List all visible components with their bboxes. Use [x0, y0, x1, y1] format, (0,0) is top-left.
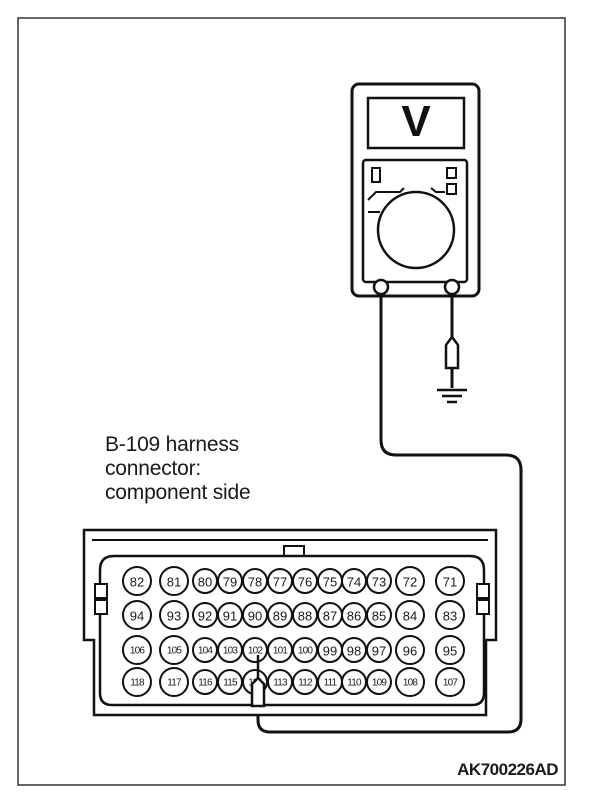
connector-pin — [395, 635, 425, 665]
test-lead — [256, 294, 523, 734]
connector-pin-label: 96 — [403, 644, 417, 659]
connector-pin-label: 95 — [443, 644, 457, 659]
meter-switch-right-top — [446, 167, 457, 179]
connector-pin-label: 82 — [130, 575, 144, 590]
connector-pin-label: 80 — [198, 575, 212, 590]
connector-pin-label: 79 — [223, 575, 237, 590]
connector-pin — [395, 667, 425, 697]
connector-pin — [366, 637, 392, 663]
connector-pin-label: 116 — [198, 678, 213, 689]
connector-pin-label: 85 — [372, 609, 386, 624]
meter-display — [366, 96, 466, 150]
harness-connector: 82 81 80 79 78 77 76 75 74 73 72 71 94 93 92 91 90 89 88 87… — [82, 528, 498, 717]
connector-pin-label: 115 — [223, 678, 238, 689]
connector-pin-label: 77 — [273, 575, 287, 590]
connector-pin-label: 87 — [323, 609, 337, 624]
connector-pin-label: 117 — [167, 678, 182, 689]
connector-pin-label: 99 — [323, 644, 337, 659]
connector-pin — [159, 667, 189, 697]
connector-pin-label: 93 — [167, 609, 181, 624]
connector-pin-label: 91 — [223, 609, 237, 624]
connector-pin-label: 105 — [167, 646, 183, 657]
meter-dial — [376, 190, 456, 270]
connector-pin-label: 107 — [443, 678, 459, 689]
connector-pin-label: 101 — [273, 646, 289, 657]
connector-pin-label: 118 — [130, 678, 145, 689]
connector-pin — [122, 635, 152, 665]
connector-pin-label: 72 — [403, 575, 417, 590]
connector-pin — [366, 568, 392, 594]
connector-pin-label: 84 — [403, 609, 417, 624]
connector-pin-label: 100 — [298, 646, 314, 657]
connector-pin — [435, 566, 465, 596]
connector-pin-label: 108 — [403, 678, 419, 689]
connector-pin-label: 83 — [443, 609, 457, 624]
connector-pin-label: 73 — [372, 575, 386, 590]
connector-pin-label: 109 — [372, 678, 388, 689]
connector-pin-label: 92 — [198, 609, 212, 624]
connector-pin — [122, 667, 152, 697]
meter-switch-left — [371, 167, 381, 183]
image-code: AK700226AD — [457, 760, 558, 779]
connector-pin — [435, 600, 465, 630]
connector-pin-label: 78 — [248, 575, 262, 590]
connector-pin-label: 75 — [323, 575, 337, 590]
connector-pin-label: 90 — [248, 609, 262, 624]
connector-pin-label: 113 — [273, 678, 288, 689]
connector-pin-label: 98 — [347, 644, 361, 659]
probe-tip — [250, 655, 266, 708]
connector-pin-label: 110 — [347, 678, 362, 689]
meter-jack-v — [443, 278, 461, 296]
connector-pin-label: 81 — [167, 575, 181, 590]
connector-label: B-109 harness connector: component side — [105, 433, 251, 505]
connector-pin-label: 106 — [130, 646, 146, 657]
connector-pin — [122, 566, 152, 596]
connector-pin-label: 76 — [298, 575, 312, 590]
connector-pin-label: 88 — [298, 609, 312, 624]
connector-pin-label: 74 — [347, 575, 361, 590]
connector-pin-label: 71 — [443, 575, 457, 590]
ground-symbol-icon — [437, 388, 467, 404]
connector-pin-label: 94 — [130, 609, 144, 624]
connector-pins: 82 81 80 79 78 77 76 75 74 73 72 71 94 93 92 91 90 89 88 87… — [122, 566, 465, 697]
connector-pin-label: 86 — [347, 609, 361, 624]
connector-pin — [366, 602, 392, 628]
connector-pin — [395, 566, 425, 596]
connector-pin-label: 102 — [248, 646, 264, 657]
connector-pin-label: 112 — [298, 678, 313, 689]
connector-pin — [435, 667, 465, 697]
connector-label-line: connector: — [105, 457, 202, 480]
meter-switch-right-bottom — [446, 183, 457, 195]
connector-label-line: component side — [105, 481, 251, 504]
connector-pin-label: 104 — [198, 646, 214, 657]
connector-pin — [366, 669, 392, 695]
connector-pin — [122, 600, 152, 630]
connector-pin-label: 97 — [372, 644, 386, 659]
meter-display-symbol: V — [401, 97, 431, 146]
connector-pin — [159, 566, 189, 596]
connector-pin-label: 103 — [223, 646, 239, 657]
connector-pin — [159, 600, 189, 630]
diagram-border — [17, 17, 566, 786]
connector-label-line: B-109 harness — [105, 433, 239, 456]
connector-pin — [435, 635, 465, 665]
connector-pin-label: 89 — [273, 609, 287, 624]
ground-lead — [437, 294, 467, 404]
connector-pin — [159, 635, 189, 665]
connector-pin — [395, 600, 425, 630]
multimeter: V — [350, 82, 481, 298]
connector-pin-label: 111 — [324, 678, 338, 689]
meter-jack-com — [372, 278, 390, 296]
